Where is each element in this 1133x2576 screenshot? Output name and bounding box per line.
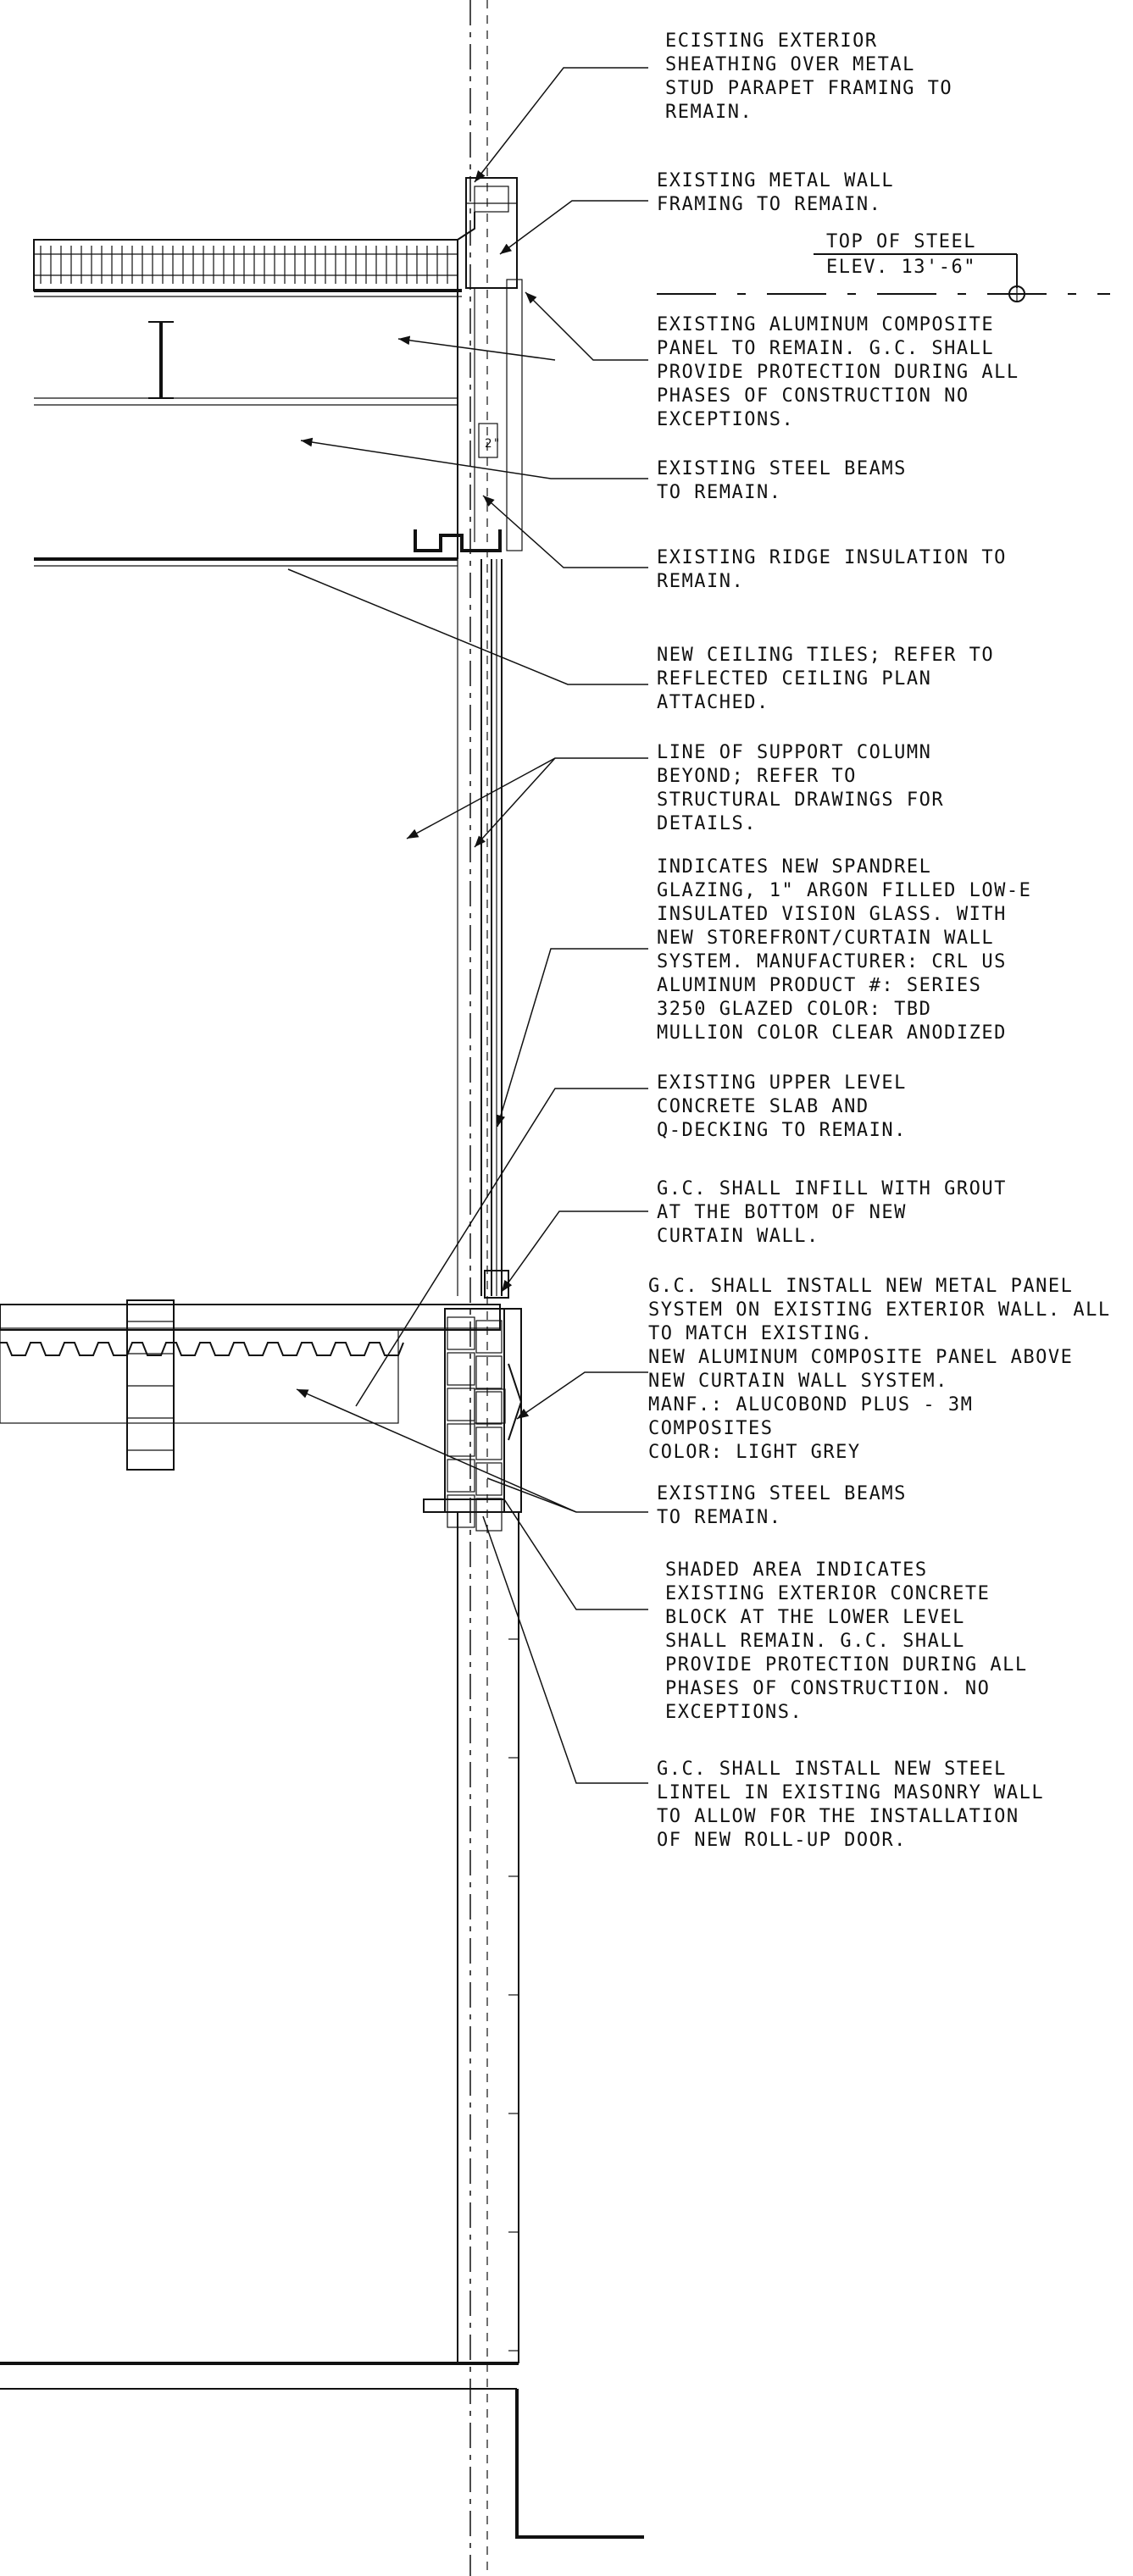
upper-level-slab: [0, 1304, 501, 1424]
upper-wall: [457, 0, 498, 2576]
lower-masonry-wall: [457, 1512, 519, 2363]
steel-column-lower: [126, 1299, 175, 1471]
ground-slab: [0, 2362, 644, 2539]
curtain-wall: [457, 559, 509, 1299]
dimension-mark: 2": [485, 437, 502, 451]
leader-lines: [287, 67, 648, 1784]
steel-beam-upper: [34, 321, 458, 406]
gutter: [414, 529, 502, 552]
elevation-marker: TOP OF STEEL ELEV. 13'-6": [657, 231, 1110, 302]
elevation-title: TOP OF STEEL: [826, 231, 976, 252]
ceiling-line: [34, 557, 458, 567]
parapet: [457, 177, 523, 551]
roof-deck: [33, 239, 462, 297]
elevation-value: ELEV. 13'-6": [826, 257, 976, 278]
metal-panel-system: [423, 1308, 523, 1532]
